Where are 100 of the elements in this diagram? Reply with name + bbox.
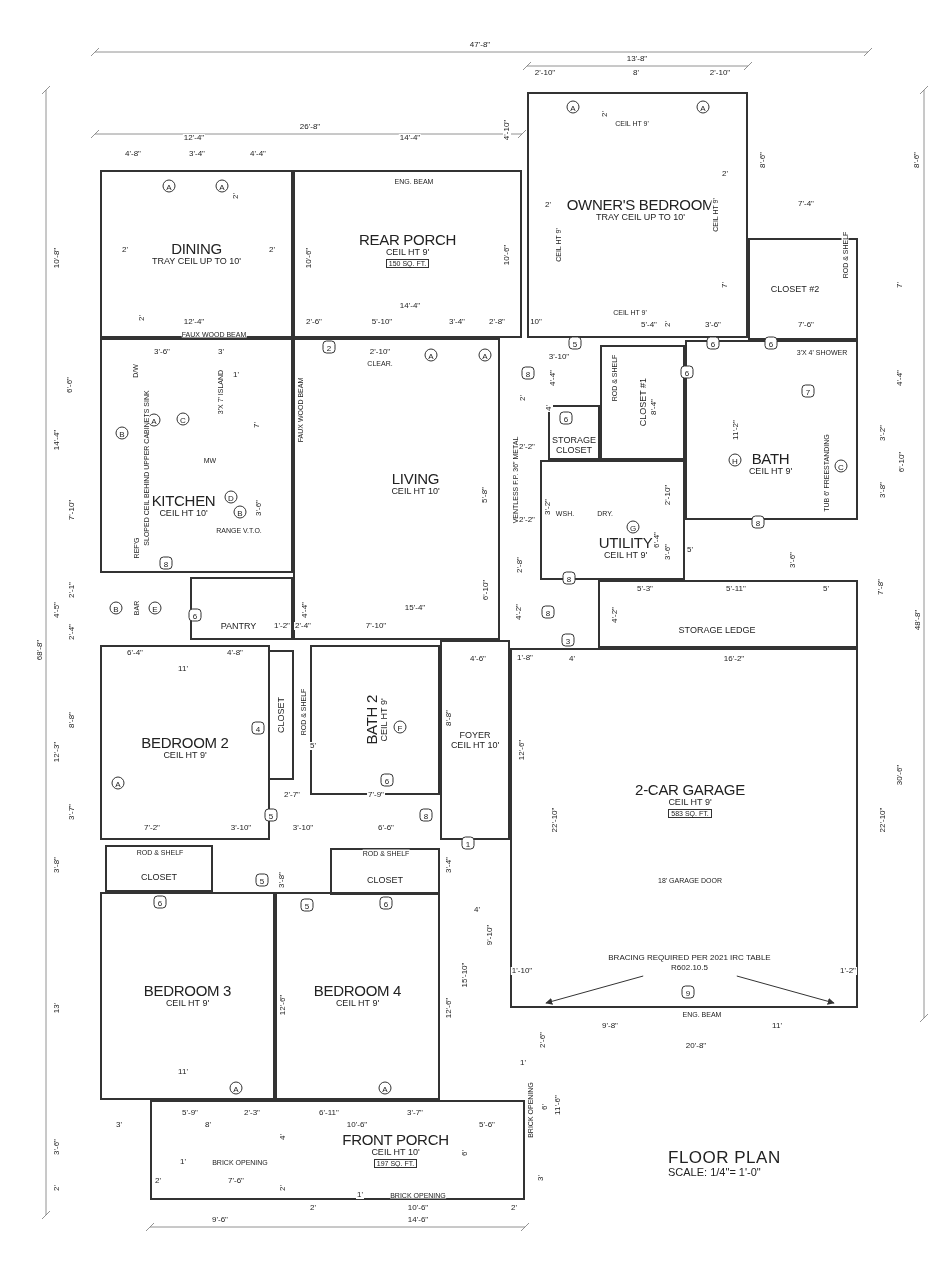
dimension-text: 7'-2" <box>143 824 161 832</box>
dimension-text: 68'-8" <box>36 638 44 662</box>
dimension-text: 8'-6" <box>913 151 921 169</box>
dimension-text: 2' <box>279 1184 287 1192</box>
ceiling-note: TRAY CEIL UP TO 10' <box>595 212 686 222</box>
door-tag: 6 <box>764 336 778 350</box>
dimension-text: 3'-10" <box>229 824 253 832</box>
room-outline <box>440 640 510 840</box>
dimension-text: 14'-6" <box>406 1216 430 1224</box>
room-outline <box>685 340 858 520</box>
room-name: CLOSET #2 <box>770 284 820 294</box>
dimension-text: 4'-4" <box>249 150 267 158</box>
note-text: BRACING REQUIRED PER 2021 IRC TABLE R602.10.5 <box>607 952 772 973</box>
room-outline <box>275 892 440 1100</box>
dimension-text: 9'-8" <box>601 1022 619 1030</box>
dimension-text: 2'-2" <box>518 516 536 524</box>
dimension-text: 6'-4" <box>126 649 144 657</box>
dimension-text: 7'-6" <box>797 321 815 329</box>
dimension-text: 1' <box>356 1191 364 1199</box>
dimension-text: 1' <box>179 1158 187 1166</box>
dimension-text: 3'-8" <box>53 856 61 874</box>
door-tag: 8 <box>751 515 765 529</box>
room-outline <box>527 92 748 338</box>
dimension-text: 8' <box>204 1121 212 1129</box>
ceiling-note: CEIL HT 10' <box>391 486 440 496</box>
ceiling-note: CEIL HT 9' <box>165 998 210 1008</box>
dimension-text: 3'-10" <box>547 353 571 361</box>
dimension-text: 7'-4" <box>797 200 815 208</box>
dimension-text: 2' <box>154 1177 162 1185</box>
door-tag: 3 <box>561 633 575 647</box>
dimension-text: 11' <box>177 1068 189 1076</box>
room-name: BATH 2 <box>365 695 379 745</box>
dimension-text: 3'-4" <box>445 856 453 874</box>
door-tag: 6 <box>680 365 694 379</box>
dimension-text: 8'-4" <box>650 398 658 416</box>
room-outline <box>510 648 858 1008</box>
door-tag: 6 <box>153 895 167 909</box>
dimension-text: 16'-2" <box>722 655 746 663</box>
door-tag: 7 <box>801 384 815 398</box>
ceiling-note: TRAY CEIL UP TO 10' <box>151 256 242 266</box>
ceiling-note: CEIL HT 10' <box>159 507 208 518</box>
dimension-text: 8' <box>632 69 640 77</box>
door-tag: 5 <box>568 336 582 350</box>
room-outline <box>105 845 213 892</box>
door-tag: 8 <box>419 808 433 822</box>
room-name: CLOSET #1 <box>637 378 648 427</box>
door-tag: 6 <box>559 411 573 425</box>
dimension-text: 2'-10" <box>708 69 732 77</box>
window-tag: G <box>626 520 640 534</box>
dimension-text: 7' <box>253 421 261 429</box>
dimension-text: 9'-6" <box>211 1216 229 1224</box>
dimension-text: 2' <box>544 201 552 209</box>
dimension-text: 2' <box>601 110 609 118</box>
room-outline <box>600 345 685 460</box>
dimension-text: 7'-10" <box>364 622 388 630</box>
room-outline <box>293 338 500 640</box>
room-name: BEDROOM 2 <box>141 735 229 750</box>
dimension-text: 2'-4" <box>68 623 76 641</box>
dimension-text: 3'-8" <box>278 871 286 889</box>
room-name: DINING <box>171 242 222 256</box>
dimension-text: 2'-7" <box>283 791 301 799</box>
window-tag: A <box>478 348 492 362</box>
ceiling-note: CEIL HT 9' <box>379 698 389 742</box>
dimension-text: 4' <box>545 404 553 412</box>
dimension-text: 4'-5" <box>53 601 61 619</box>
room-name: LIVING <box>391 472 440 486</box>
ceiling-note: CEIL HT 10' <box>450 740 500 750</box>
dimension-text: 2' <box>53 1184 61 1192</box>
dimension-text: 12'-3" <box>53 740 61 764</box>
dimension-text: 1'-2" <box>839 967 857 975</box>
room-name: PANTRY <box>220 620 257 631</box>
dimension-text: 4'-4" <box>896 369 904 387</box>
dimension-text: 10'-8" <box>53 246 61 270</box>
room-name: UTILITY <box>598 536 653 550</box>
room-name: REAR PORCH <box>359 232 456 247</box>
window-tag: A <box>162 179 176 193</box>
room-outline <box>293 170 522 338</box>
dimension-text: 30'-6" <box>896 763 904 787</box>
dimension-text: 8'-8" <box>445 709 453 727</box>
dimension-text: 2'-6" <box>539 1031 547 1049</box>
room-outline <box>598 580 858 648</box>
room-name: FRONT PORCH <box>342 1132 449 1147</box>
dimension-text: 5'-10" <box>370 318 394 326</box>
dimension-text: 10'-6" <box>345 1121 369 1129</box>
ceiling-note: CEIL HT 9' <box>748 466 793 476</box>
dimension-text: 5' <box>822 585 830 593</box>
dimension-text: 4'-2" <box>611 606 619 624</box>
window-tag: F <box>393 720 407 734</box>
dimension-text: 12'-6" <box>518 738 526 762</box>
room-outline <box>100 338 293 573</box>
dimension-text: 3'-4" <box>448 318 466 326</box>
window-tag: B <box>233 505 247 519</box>
dimension-text: 5' <box>309 742 317 750</box>
room-outline <box>548 405 600 460</box>
room-name: CLOSET <box>141 871 177 882</box>
dimension-text: 22'-10" <box>551 806 559 834</box>
dimension-text: 6'-4" <box>653 531 661 549</box>
dimension-text: 12'-4" <box>182 134 206 142</box>
room-name: CLOSET <box>276 697 286 733</box>
dimension-text: 3' <box>217 348 225 356</box>
